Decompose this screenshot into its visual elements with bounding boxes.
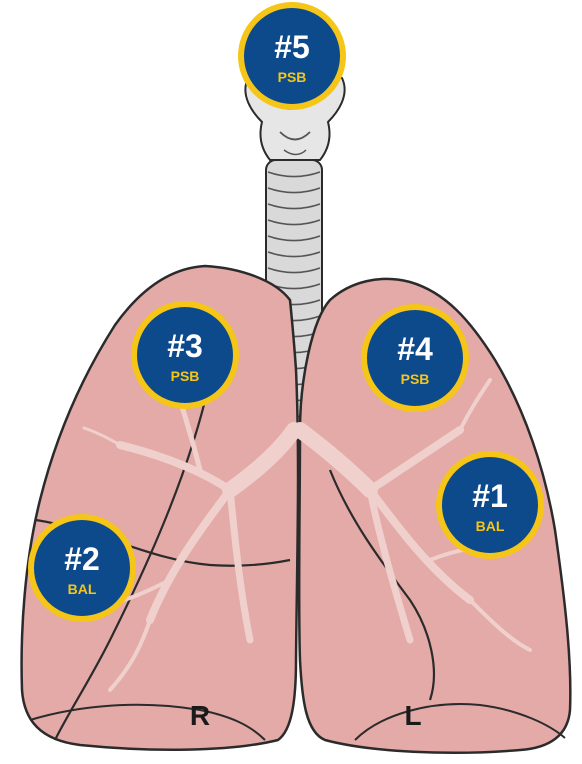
site-1-number: #1: [472, 478, 508, 514]
left-side-label: L: [404, 700, 421, 731]
site-4-procedure: PSB: [401, 371, 430, 387]
site-3-procedure: PSB: [171, 368, 200, 384]
site-5-procedure: PSB: [278, 69, 307, 85]
site-4-number: #4: [397, 331, 433, 367]
site-badge-4: #4 PSB: [364, 307, 466, 409]
site-2-procedure: BAL: [68, 581, 97, 597]
site-1-procedure: BAL: [476, 518, 505, 534]
site-badge-3: #3 PSB: [134, 304, 236, 406]
site-5-number: #5: [274, 29, 310, 65]
site-badge-1: #1 BAL: [439, 454, 541, 556]
right-side-label: R: [190, 700, 210, 731]
site-3-number: #3: [167, 328, 203, 364]
site-badge-2: #2 BAL: [31, 517, 133, 619]
site-badge-5: #5 PSB: [241, 5, 343, 107]
site-2-number: #2: [64, 541, 100, 577]
